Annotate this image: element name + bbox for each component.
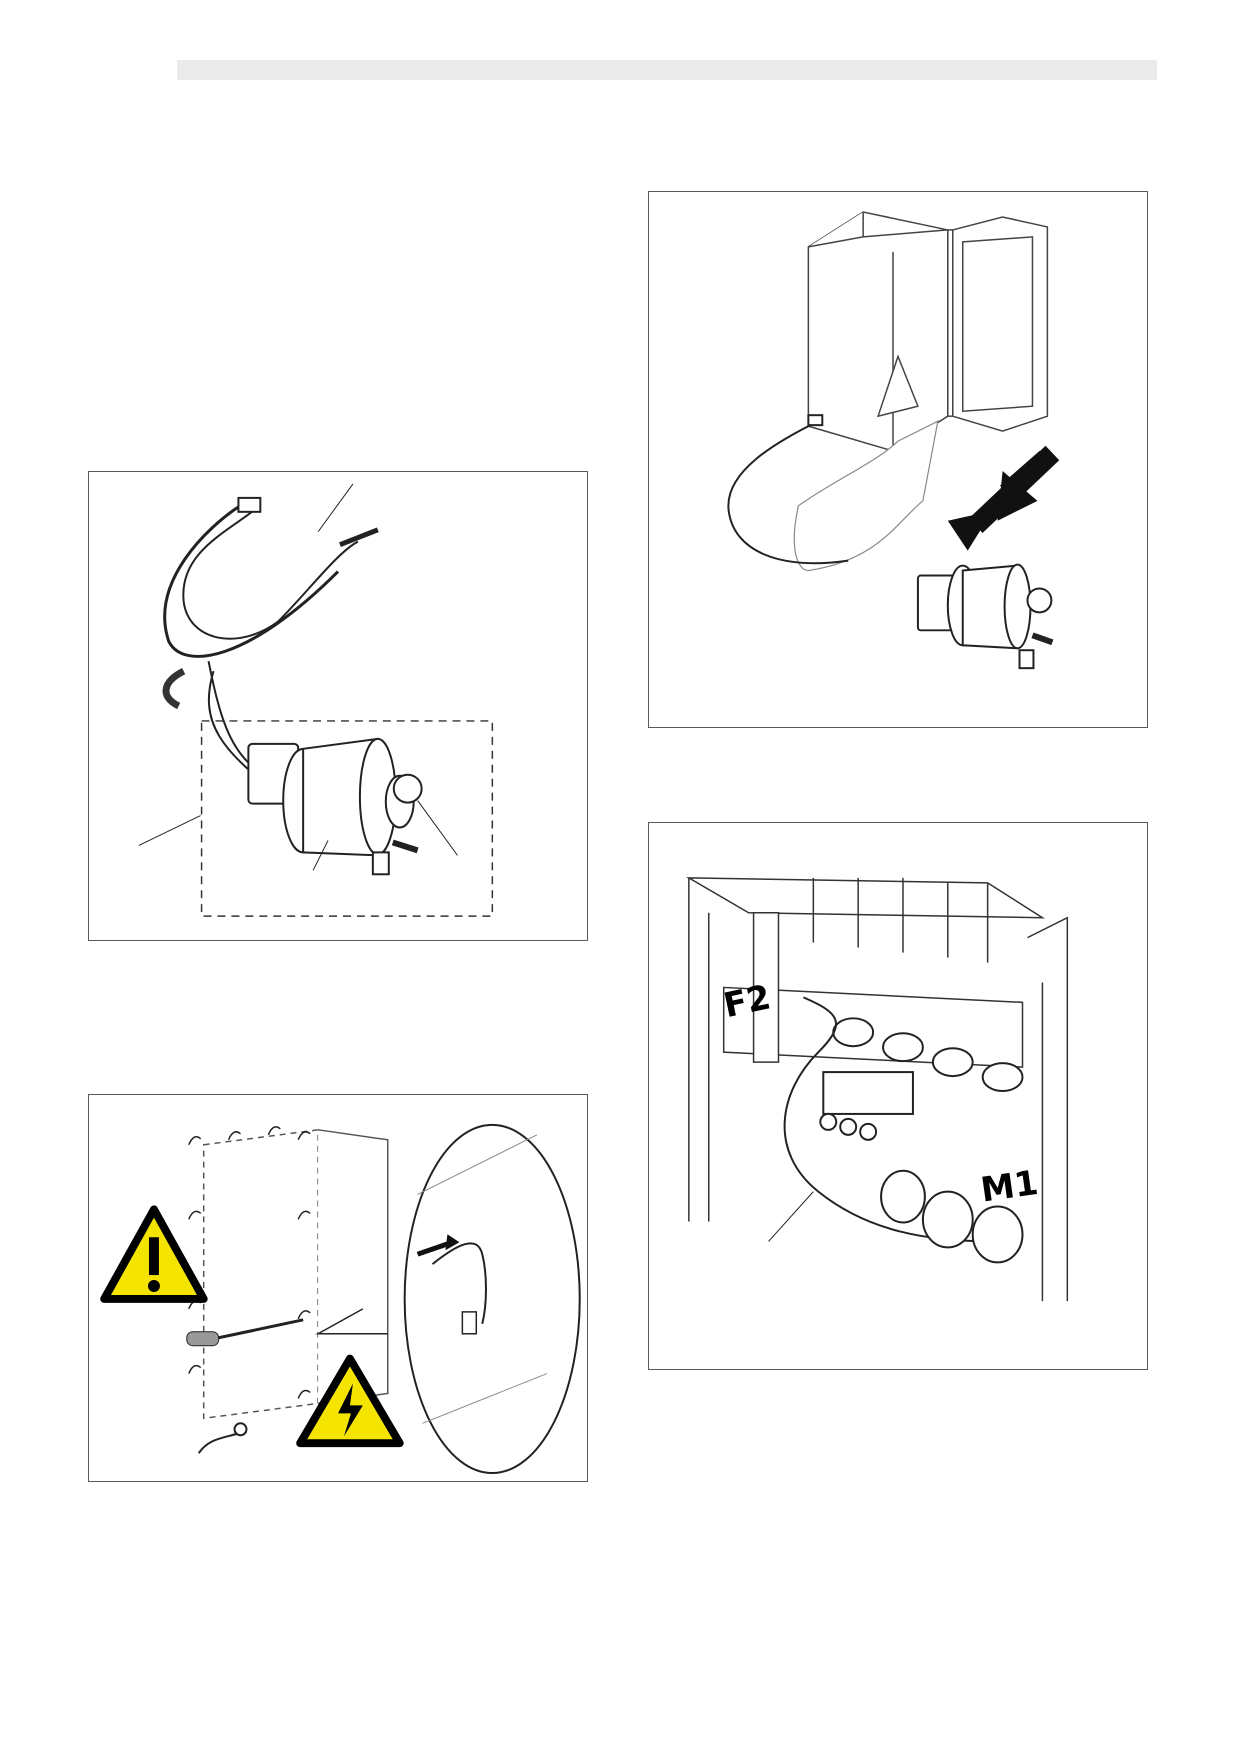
figure-cabinet-wiring: F2 M1 xyxy=(648,822,1148,1370)
pump-icon xyxy=(916,563,1054,670)
cabinet-wiring-drawing: F2 M1 xyxy=(685,877,1069,1302)
magnifier-detail-icon xyxy=(315,1123,581,1475)
figure-panel-removal xyxy=(88,1094,588,1482)
warning-icon xyxy=(100,1205,208,1303)
label-m1: M1 xyxy=(978,1163,1040,1210)
hose xyxy=(162,668,186,710)
cabinet-icon xyxy=(807,211,1049,452)
cable-icon xyxy=(727,420,849,565)
electric-hazard-icon xyxy=(296,1354,404,1448)
assembly-boundary xyxy=(200,720,494,917)
panel-removal-drawing xyxy=(100,1123,581,1475)
cable-main xyxy=(163,505,340,658)
screwdriver-icon xyxy=(186,1318,304,1347)
pump-assembly-drawing xyxy=(138,483,494,917)
figure-cabinet-pump-location xyxy=(648,191,1148,728)
pump-icon xyxy=(247,737,423,876)
header-bar xyxy=(177,60,1157,80)
cable-upper xyxy=(182,506,359,640)
label-f2: F2 xyxy=(720,977,774,1025)
figure-pump-assembly xyxy=(88,471,588,941)
cabinet-pump-drawing xyxy=(727,211,1060,670)
connector-icon xyxy=(237,496,262,513)
